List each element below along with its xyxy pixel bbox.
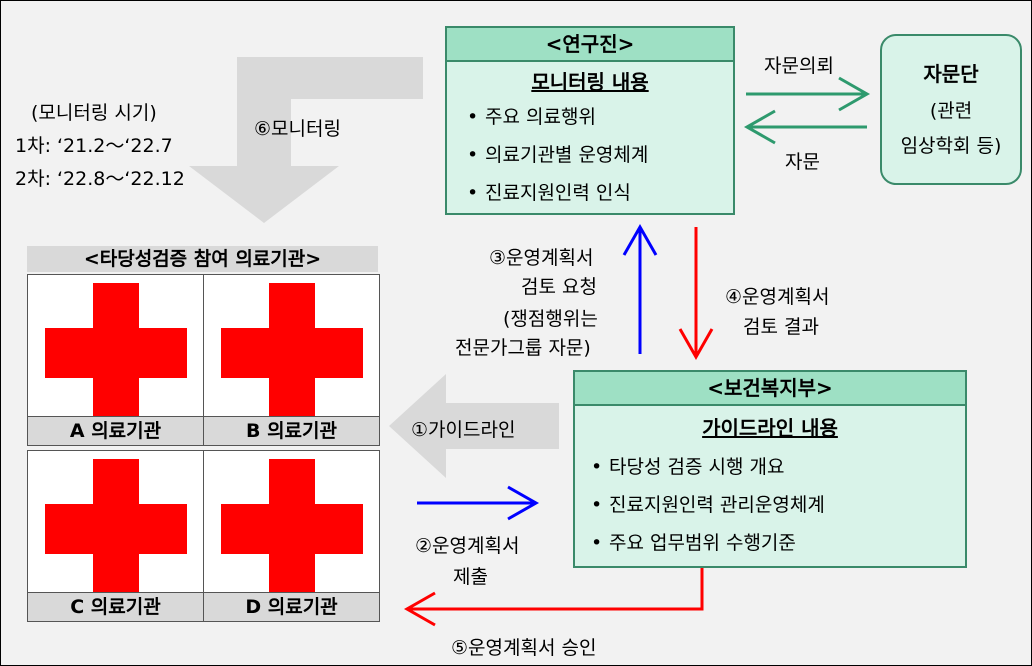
advice-arrow	[743, 109, 867, 145]
list-item: 진료지원인력 관리운영체계	[591, 486, 825, 524]
list-item: 주요 업무범위 수행기준	[591, 524, 825, 562]
step6-label: ⑥모니터링	[254, 118, 341, 140]
ministry-title: <보건복지부>	[575, 372, 965, 406]
advisory-note-2: 임상학회 등)	[900, 135, 1002, 157]
institution-cell-b: B 의료기관	[203, 274, 380, 446]
guideline-arrow	[389, 374, 559, 478]
step2-label-1: ②운영계획서	[415, 535, 520, 557]
advisory-box: 자문단 (관련 임상학회 등)	[880, 34, 1022, 185]
step3-label-1: ③운영계획서	[489, 247, 594, 269]
step2-label-2: 제출	[453, 566, 488, 588]
institution-cell-d: D 의료기관	[203, 450, 380, 622]
list-item: 진료지원인력 인식	[467, 174, 648, 212]
institution-label-d: D 의료기관	[204, 592, 379, 621]
submit-plan-arrow	[417, 485, 540, 521]
ministry-box: <보건복지부> 가이드라인 내용 타당성 검증 시행 개요 진료지원인력 관리운…	[573, 370, 967, 568]
advice-label: 자문	[785, 151, 820, 173]
step4-label-1: ④운영계획서	[725, 286, 830, 308]
approval-arrow	[403, 568, 704, 627]
institution-label-c: C 의료기관	[28, 592, 203, 621]
monitoring-period-first: 1차: ‘21.2～‘22.7	[15, 135, 173, 157]
list-item: 주요 의료행위	[467, 98, 648, 136]
institution-label-b: B 의료기관	[204, 416, 379, 445]
review-request-arrow	[622, 223, 658, 354]
advice-request-arrow	[746, 76, 871, 112]
step4-label-2: 검토 결과	[743, 316, 819, 338]
monitoring-period-title: (모니터링 시기)	[31, 102, 157, 124]
list-item: 의료기관별 운영체계	[467, 136, 648, 174]
step5-label: ⑤운영계획서 승인	[451, 637, 597, 659]
monitoring-period-second: 2차: ‘22.8～‘22.12	[15, 168, 185, 190]
step3-note-2: 전문가그룹 자문)	[455, 337, 591, 359]
advice-request-label: 자문의뢰	[764, 55, 834, 77]
researchers-list: 주요 의료행위 의료기관별 운영체계 진료지원인력 인식	[467, 98, 648, 212]
researchers-title: <연구진>	[447, 28, 733, 62]
institution-label-a: A 의료기관	[28, 416, 203, 445]
step3-label-2: 검토 요청	[521, 276, 597, 298]
institution-cell-a: A 의료기관	[27, 274, 204, 446]
advisory-note-1: (관련	[929, 100, 973, 122]
ministry-list: 타당성 검증 시행 개요 진료지원인력 관리운영체계 주요 업무범위 수행기준	[591, 448, 825, 562]
step3-note-1: (쟁점행위는	[503, 308, 598, 330]
monitoring-arrow	[189, 57, 423, 223]
step1-label: ①가이드라인	[411, 419, 516, 441]
researchers-box: <연구진> 모니터링 내용 주요 의료행위 의료기관별 운영체계 진료지원인력 …	[445, 26, 735, 215]
institutions-title: <타당성검증 참여 의료기관>	[27, 246, 378, 272]
ministry-subtitle: 가이드라인 내용	[702, 416, 838, 440]
institution-cell-c: C 의료기관	[27, 450, 204, 622]
review-result-arrow	[678, 227, 714, 361]
list-item: 타당성 검증 시행 개요	[591, 448, 825, 486]
advisory-title: 자문단	[923, 62, 979, 86]
researchers-subtitle: 모니터링 내용	[531, 70, 649, 94]
